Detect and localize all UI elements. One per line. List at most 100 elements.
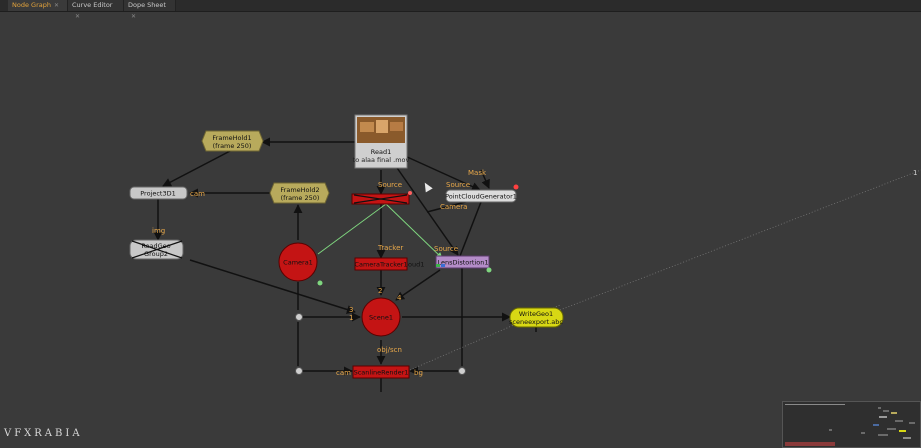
edge-label: Tracker [377,244,403,252]
node-label: sceneexport.abc [509,318,563,326]
minimap-node [785,442,835,446]
vfxrabia-logo: VFXRABIA [4,428,83,439]
node-label: Project3D1 [140,190,176,198]
edge-label: cam [190,190,205,198]
tab-dope-sheet[interactable]: Dope Sheet ✕ [124,0,176,20]
node-label: FrameHold2 [280,186,319,194]
node-label-suffix: oud1 [408,261,424,269]
edge-label: Mask [468,169,487,177]
node-scene1[interactable]: Scene1 [361,297,401,337]
tab-curve-editor[interactable]: Curve Editor ✕ [68,0,124,20]
minimap-node [891,412,897,414]
tab-label: Dope Sheet [128,1,166,9]
node-lensdistortion1[interactable]: LensDistortion1 [435,255,492,273]
node-label: ScanlineRender1 [354,369,409,377]
node-label: Camera1 [283,259,313,267]
edge-read-lens [394,164,459,256]
edge-pointcloud-lens [459,201,482,257]
node-readgeo[interactable]: ReadGeo Group2 [129,239,184,260]
minimap-node [887,428,896,430]
dot-node[interactable] [295,367,303,375]
node-label: FrameHold1 [212,134,251,142]
node-label: (frame 250) [281,194,320,202]
node-label: PointCloudGenerator1 [445,193,517,201]
minimap-node [873,424,879,426]
edge-label: img [152,227,165,235]
minimap-node [878,407,881,409]
node-cameratracker-disabled[interactable] [351,191,412,205]
node-framehold2[interactable]: FrameHold2 (frame 250) [269,182,330,204]
minimap-node [899,430,906,432]
node-label: Scene1 [369,314,393,322]
minimap-node [861,432,865,434]
dot-node[interactable] [295,313,303,321]
node-label: CameraTracker1 [354,261,407,269]
minimap-node [895,420,903,422]
edge-dotted-2 [409,304,561,371]
edge-label: Source [446,181,470,189]
minimap-node [829,429,832,431]
node-label: LensDistortion1 [438,259,489,267]
green-edges [317,203,443,259]
minimap-node [878,434,888,436]
edge-label: Source [434,245,458,253]
edge-label: 3 [349,306,353,314]
edge-read-pointcloud [404,155,481,191]
node-pointcloudgenerator1[interactable]: PointCloudGenerator1 [445,184,519,203]
node-framehold1[interactable]: FrameHold1 (frame 250) [201,130,264,152]
node-label: Read1 [371,148,391,156]
node-read1[interactable]: Read1 to alaa final .mov [353,114,410,169]
minimap-node [903,437,911,439]
tab-bar: Node Graph✕ Curve Editor✕ Dope Sheet✕ [0,0,921,20]
node-label: to alaa final .mov [353,156,410,164]
edge-lens-scene [395,269,441,301]
node-cameratracker1[interactable]: CameraTracker1 oud1 [354,257,424,271]
edge-framehold1-project [162,149,233,187]
node-scanlinerender1[interactable]: ScanlineRender1 [352,365,410,379]
node-camera1[interactable]: Camera1 [278,242,323,286]
minimap-node [879,416,887,418]
disabled-cross-icon [353,194,408,204]
node-writegeo1[interactable]: WriteGeo1 sceneexport.abc [509,307,564,328]
edge-readgeo-scene [189,259,356,314]
minimap-node [909,422,915,424]
tab-label: Curve Editor [72,1,113,9]
edge-label: 4 [397,294,402,302]
edge-label: obj/scn [377,346,402,354]
channel-indicator [436,264,440,267]
edge-label: Camera [440,203,467,211]
node-label: WriteGeo1 [519,310,553,318]
handle-dot[interactable] [408,191,412,195]
tab-node-graph[interactable]: Node Graph✕ [8,0,68,11]
tab-label: Node Graph [12,1,51,9]
edge-dotted-1 [559,169,921,311]
edge-label: Source [378,181,402,189]
dot-node[interactable] [458,367,466,375]
node-graph-minimap[interactable] [782,401,921,448]
handle-dot[interactable] [513,184,519,190]
minimap-node [883,410,889,412]
edge-label: bg [414,369,423,377]
handle-dot[interactable] [486,267,492,273]
edge-label: 2 [378,287,382,295]
edge-mask [480,169,490,189]
edge-label: 1 [913,169,917,177]
node-graph-canvas[interactable]: cam img Source Source Mask Camera Tracke… [0,12,921,448]
close-icon[interactable]: ✕ [53,2,59,9]
close-icon[interactable]: ✕ [131,13,137,20]
handle-dot[interactable] [317,280,323,286]
dotted-edges [409,169,921,371]
thumbnail-image [360,122,374,132]
node-label: Group2 [144,250,168,258]
thumbnail-image [376,120,388,133]
disabled-cross-icon [131,240,183,259]
close-icon[interactable]: ✕ [75,13,81,20]
channel-indicator [441,264,445,267]
edge-label: 1 [349,314,353,322]
edge-tracker-lens [385,203,443,259]
edge-label: cam [336,369,351,377]
node-label: ReadGeo [141,242,170,250]
thumbnail-image [390,122,403,131]
node-project3d1[interactable]: Project3D1 [129,186,188,200]
node-label: (frame 250) [213,142,252,150]
